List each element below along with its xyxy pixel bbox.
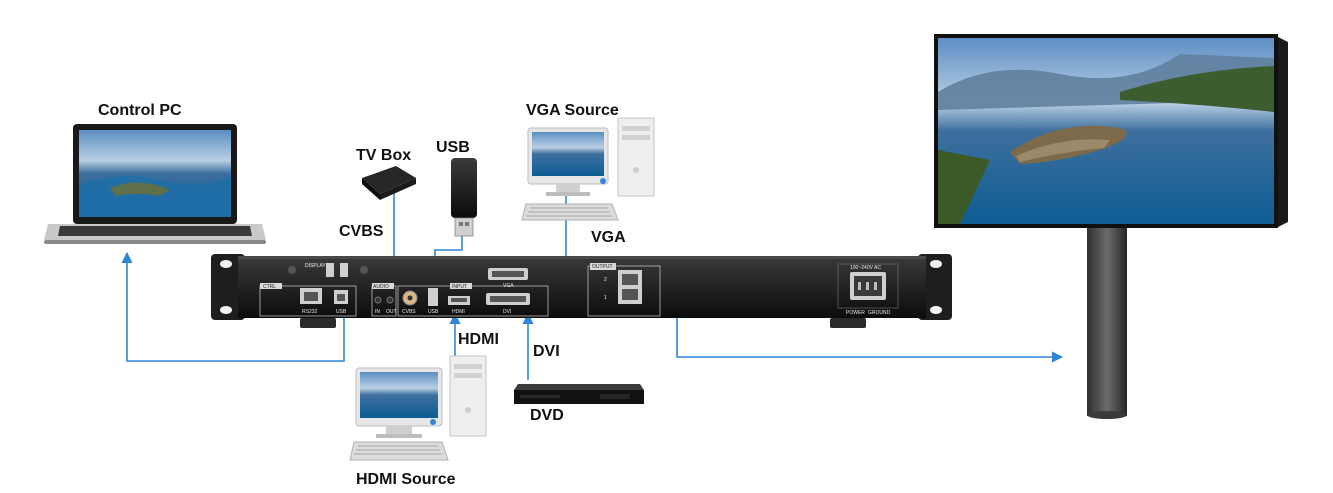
- panel-port-1-label: 1: [604, 295, 607, 301]
- panel-input-usb-label: USB: [428, 309, 439, 315]
- vga-source-computer: [521, 117, 655, 221]
- vga-label: VGA: [591, 229, 626, 246]
- hdmi-source-label: HDMI Source: [356, 471, 456, 488]
- usb-device-label: USB: [436, 139, 470, 156]
- dvi-label: DVI: [533, 343, 560, 360]
- panel-vga-label: VGA: [503, 283, 514, 289]
- video-controller-rack: DISPLAY CTRL RS232 USB AUDIO IN OUT INPU…: [211, 254, 952, 328]
- panel-power-label: POWER: [846, 310, 865, 316]
- tv-box-label: TV Box: [356, 147, 411, 164]
- hdmi-label: HDMI: [458, 331, 499, 348]
- panel-port-2-label: 2: [604, 277, 607, 283]
- vga-source-label: VGA Source: [526, 102, 619, 119]
- panel-display-name: DISPLAY: [305, 263, 326, 269]
- panel-ctrl-label: CTRL: [263, 284, 276, 290]
- panel-dvi-label: DVI: [503, 309, 511, 315]
- panel-ground-label: GROUND: [868, 310, 891, 316]
- panel-output-label: OUTPUT: [592, 264, 613, 270]
- led-display: [934, 34, 1288, 419]
- hdmi-source-computer: [349, 355, 487, 461]
- panel-rs232-label: RS232: [302, 309, 318, 315]
- dvd-player-device: [514, 384, 644, 404]
- panel-cvbs-label: CVBS: [402, 309, 416, 315]
- tv-box-device: [362, 166, 416, 200]
- panel-hdmi-label: HDMI: [452, 309, 465, 315]
- panel-audio-label: AUDIO: [373, 284, 389, 290]
- dvd-label: DVD: [530, 407, 564, 424]
- control-pc-laptop: [44, 124, 266, 244]
- usb-stick-device: [451, 158, 477, 237]
- panel-power-rating-label: 100~240V AC: [850, 265, 881, 271]
- cvbs-label: CVBS: [339, 223, 384, 240]
- control-pc-label: Control PC: [98, 102, 182, 119]
- panel-ctrl-usb-label: USB: [336, 309, 347, 315]
- panel-audio-in-label: IN: [375, 309, 380, 315]
- panel-audio-out-label: OUT: [386, 309, 397, 315]
- ctrl-usb-line: [121, 251, 345, 362]
- panel-input-label: INPUT: [452, 284, 467, 290]
